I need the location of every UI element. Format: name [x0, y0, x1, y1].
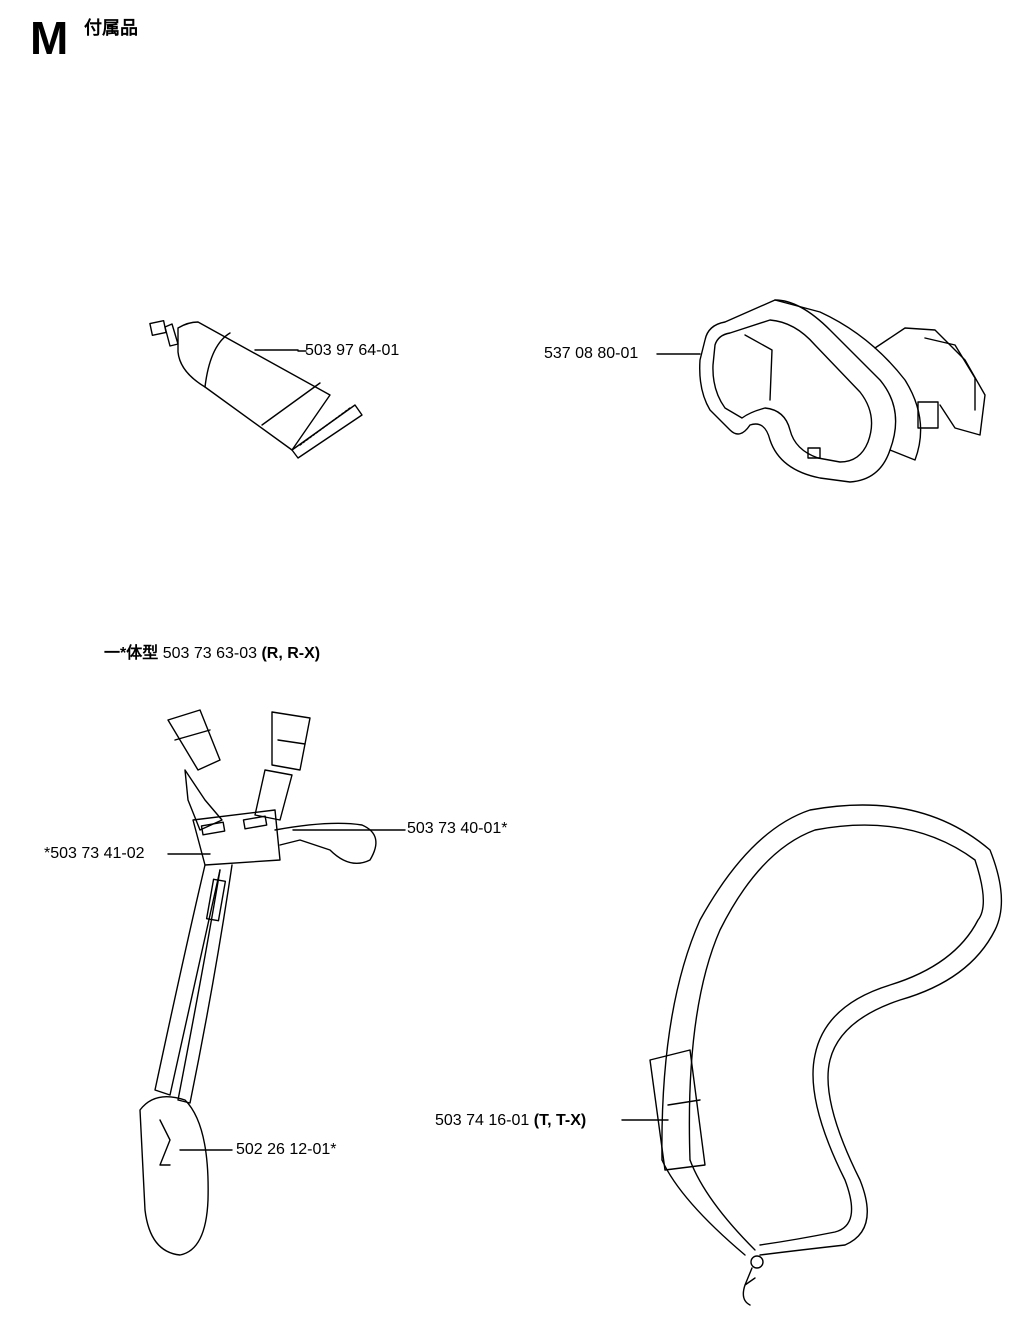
harness-models: (R, R-X): [261, 645, 321, 662]
part-number-harness-pad: 503 73 40-01*: [407, 820, 508, 837]
harness-prefix: *体型: [120, 645, 159, 662]
goggles-illustration: [699, 299, 986, 483]
part-number-harness-buckle: *503 73 41-02: [44, 845, 145, 862]
strap-label: 503 74 16-01 (T, T-X): [435, 1112, 586, 1130]
part-number-harness: 503 73 63-03: [162, 645, 258, 662]
strap-models: (T, T-X): [533, 1112, 587, 1129]
section-letter: M: [30, 12, 69, 64]
harness-dash: 一: [104, 645, 121, 662]
shoulder-strap-illustration: [649, 804, 1003, 1306]
part-number-goggles: 537 08 80-01: [544, 345, 639, 362]
section-title: 付属品: [84, 18, 138, 38]
harness-header: 一*体型 503 73 63-03 (R, R-X): [104, 645, 320, 663]
harness-illustration: [139, 709, 377, 1256]
part-number-strap: 503 74 16-01: [435, 1112, 530, 1129]
grease-tube-illustration: [149, 319, 363, 459]
part-number-grease-tube: 503 97 64-01: [305, 342, 400, 359]
part-number-hip-hook: 502 26 12-01*: [236, 1141, 337, 1158]
